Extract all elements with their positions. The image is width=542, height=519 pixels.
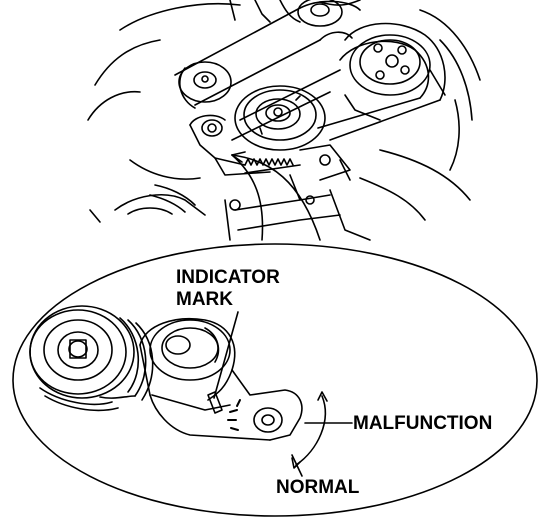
indicator-mark-label-line1: INDICATOR bbox=[176, 267, 280, 288]
tensioner-detail bbox=[29, 305, 353, 477]
malfunction-label: MALFUNCTION bbox=[353, 413, 493, 434]
indicator-arrowhead bbox=[231, 151, 246, 163]
indicator-mark-label-line2: MARK bbox=[176, 289, 233, 310]
detail-leader-line bbox=[231, 154, 321, 241]
detail-leader-line-2 bbox=[231, 154, 264, 241]
detail-callout-ellipse bbox=[12, 243, 538, 517]
normal-label: NORMAL bbox=[276, 477, 360, 498]
engine-overview bbox=[87, 0, 481, 241]
